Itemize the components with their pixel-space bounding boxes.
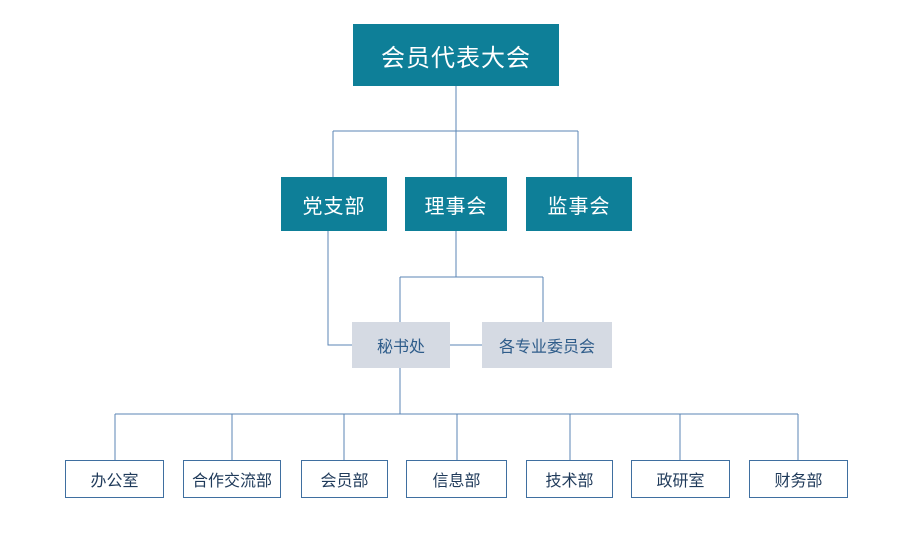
node-general-assembly: 会员代表大会 [353,24,559,86]
dept-membership: 会员部 [301,460,388,498]
node-secretariat: 秘书处 [352,322,450,368]
node-supervisory-board: 监事会 [526,177,632,231]
dept-office: 办公室 [65,460,164,498]
dept-policy-research: 政研室 [631,460,730,498]
connector-party-secretariat [327,231,352,346]
node-party-branch: 党支部 [281,177,387,231]
dept-finance: 财务部 [749,460,848,498]
dept-technology: 技术部 [526,460,613,498]
node-council: 理事会 [405,177,507,231]
node-professional-committees: 各专业委员会 [482,322,612,368]
dept-information: 信息部 [406,460,507,498]
dept-cooperation-exchange: 合作交流部 [183,460,281,498]
